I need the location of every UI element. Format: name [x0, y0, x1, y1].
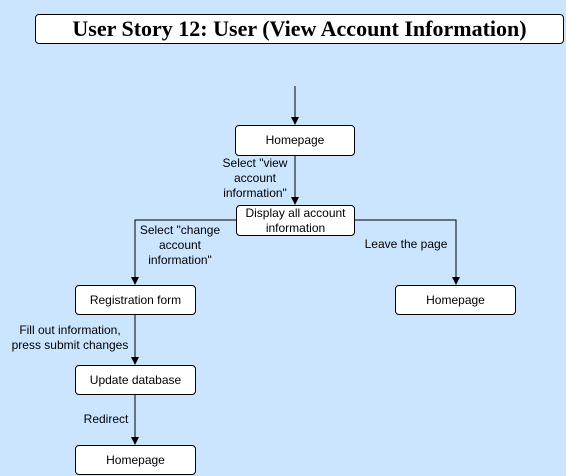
edge-label-leave-page: Leave the page [364, 237, 448, 251]
diagram-title: User Story 12: User (View Account Inform… [35, 14, 564, 44]
edge-label-fill-out: Fill out information, press submit chang… [11, 323, 129, 352]
edge-display-to-registration [131, 219, 236, 285]
edge-display-to-homepage-right [355, 219, 460, 285]
node-update-database: Update database [75, 365, 196, 395]
node-homepage-right: Homepage [395, 285, 516, 315]
node-display-account-information: Display all account information [236, 205, 355, 236]
edge-label-select-change: Select "change account information" [139, 223, 221, 267]
node-registration-form: Registration form [75, 285, 196, 315]
node-homepage-top: Homepage [235, 125, 355, 156]
node-homepage-bottom: Homepage [75, 445, 196, 475]
edge-label-select-view: Select "view account information" [222, 156, 288, 200]
edge-label-redirect: Redirect [83, 412, 129, 426]
